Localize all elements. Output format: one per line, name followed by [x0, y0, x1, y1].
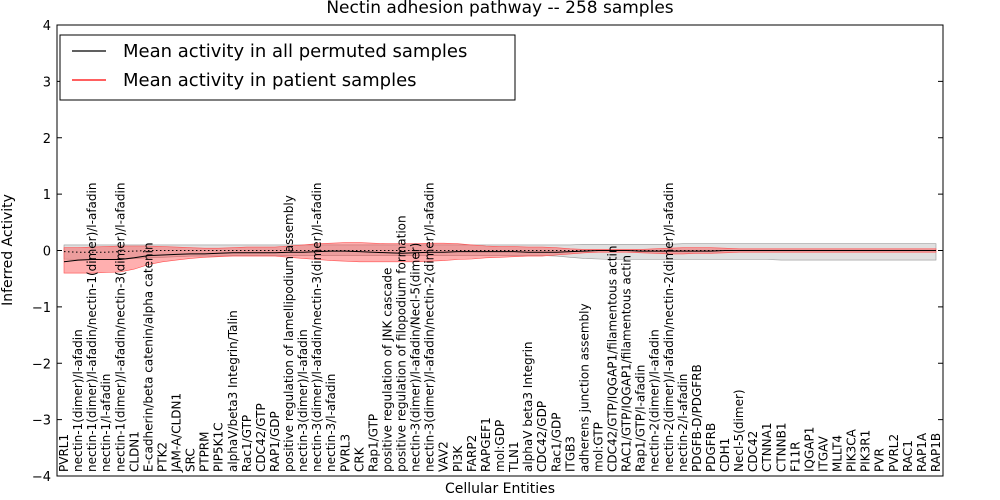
entity-label: CDH1: [718, 438, 732, 472]
entity-label: nectin-3(dimer)/l-afadin/nectin-2(dimer)…: [423, 183, 437, 472]
entity-label: RAP1B: [929, 433, 943, 472]
entity-label: nectin-3(dimer)/l-afadin/nectin-3(dimer)…: [310, 183, 324, 472]
y-axis-title: Inferred Activity: [0, 194, 16, 306]
legend: Mean activity in all permuted samples Me…: [59, 34, 516, 101]
patient-confidence-band: [63, 242, 937, 274]
y-tick-label: 2: [43, 132, 51, 147]
entity-label: PTK2: [156, 442, 170, 472]
plot-frame: [56, 24, 944, 477]
entity-label: Rac1/GDP: [549, 413, 563, 472]
entity-label: RAP1A: [915, 432, 929, 472]
legend-box: [59, 34, 516, 101]
entity-label: IQGAP1: [802, 427, 816, 472]
entity-label: ITGB3: [563, 436, 577, 472]
entity-label: JAM-A/CLDN1: [170, 393, 184, 473]
entity-label: nectin-3(dimer)/l-afadin: [296, 329, 310, 472]
y-tick-label: −3: [32, 414, 51, 429]
entity-label: PVRL2: [887, 434, 901, 472]
y-tick-label: −4: [32, 470, 51, 485]
entity-label: FARP2: [465, 435, 479, 472]
x-axis-title: Cellular Entities: [445, 481, 555, 497]
entity-label: SRC: [184, 448, 198, 472]
entity-label: CRK: [352, 446, 366, 472]
entity-label: alphaV/beta3 Integrin/Talin: [226, 310, 240, 472]
entity-label: nectin-3(dimer)/l-afadin/Necl-5(dimer): [409, 243, 423, 472]
axis-layer: −4 −3 −2 −1 0 1 2 3 4: [32, 19, 943, 485]
entity-label: PIP5K1C: [212, 422, 226, 472]
chart-title: Nectin adhesion pathway -- 258 samples: [326, 0, 673, 18]
entity-label: PDGFRB: [704, 423, 718, 472]
entity-label: Rap1/GTP: [366, 414, 380, 472]
entity-label: F11R: [788, 441, 802, 472]
entity-label: PDGFB-D/PDGFRB: [690, 364, 704, 472]
entity-label: nectin-1/l-afadin: [99, 374, 113, 472]
entity-label: nectin-2/l-afadin: [676, 374, 690, 472]
entity-label: ITGAV: [817, 435, 831, 472]
entity-label: adherens junction assembly: [577, 303, 591, 472]
entity-label: nectin-3/l-afadin: [324, 374, 338, 472]
series-line-layer: [63, 250, 936, 263]
entity-label: RAC1/GTP/IQGAP1/filamentous actin: [620, 255, 634, 472]
patient-band-layer: [63, 242, 937, 274]
entity-label: positive regulation of lamellipodium ass…: [282, 195, 296, 472]
entity-label: CDC42/GDP: [535, 401, 549, 472]
entity-label: nectin-1(dimer)/l-afadin: [71, 329, 85, 472]
y-tick-label: −2: [32, 357, 51, 372]
entity-label: PI3K: [451, 445, 465, 472]
entity-label: nectin-1(dimer)/l-afadin/nectin-3(dimer)…: [113, 183, 127, 472]
entity-label: nectin-2(dimer)/l-afadin/nectin-2(dimer)…: [662, 183, 676, 472]
y-tick-label: 0: [43, 245, 51, 260]
entity-label: PVRL1: [57, 434, 71, 472]
entity-label: alphaV beta3 Integrin: [521, 341, 535, 472]
entity-label: nectin-2(dimer)/l-afadin: [648, 329, 662, 472]
entity-label: RAC1: [901, 440, 915, 472]
entity-label: MLLT4: [831, 435, 845, 472]
entity-label: RAP1/GDP: [268, 411, 282, 472]
entity-label: CTNNB1: [774, 422, 788, 472]
y-tick-label: 3: [43, 75, 51, 90]
entity-label: PVRL3: [338, 434, 352, 472]
entity-label: Rap1/GTP/l-afadin: [634, 365, 648, 472]
y-tick-label: 4: [43, 19, 51, 34]
entity-label: Necl-5(dimer): [732, 389, 746, 472]
entity-label: mol:GTP: [592, 422, 606, 472]
entity-label: RAPGEF1: [479, 417, 493, 472]
entity-label: PTPRM: [198, 432, 212, 473]
entity-label: CDC42: [746, 431, 760, 472]
entity-label: positive regulation of JNK cascade: [381, 268, 395, 472]
entity-label: nectin-1(dimer)/l-afadin/nectin-1(dimer)…: [85, 183, 99, 472]
entity-label: PIK3CA: [845, 428, 859, 472]
legend-label-permuted: Mean activity in all permuted samples: [123, 41, 467, 62]
entity-label: CLDN1: [127, 431, 141, 472]
entity-label: TLN1: [507, 441, 521, 473]
entity-label: CDC42/GTP/IQGAP1/filamentous actin: [606, 246, 620, 472]
entity-label: Rac1/GTP: [240, 415, 254, 472]
entity-label: CTNNA1: [760, 422, 774, 472]
entity-label: E-cadherin/beta catenin/alpha catenin: [141, 242, 155, 472]
entity-label: PVR: [873, 448, 887, 472]
entity-label: VAV2: [437, 441, 451, 472]
entity-label: mol:GDP: [493, 420, 507, 472]
y-tick-label: −1: [32, 301, 51, 316]
permuted-mean-line: [63, 250, 936, 253]
entity-label: CDC42/GTP: [254, 403, 268, 472]
legend-label-patient: Mean activity in patient samples: [123, 70, 417, 91]
patient-mean-line: [63, 250, 936, 263]
entity-label: PIK3R1: [859, 430, 873, 472]
entity-label: positive regulation of filopodium format…: [395, 215, 409, 472]
y-tick-label: 1: [43, 188, 51, 203]
